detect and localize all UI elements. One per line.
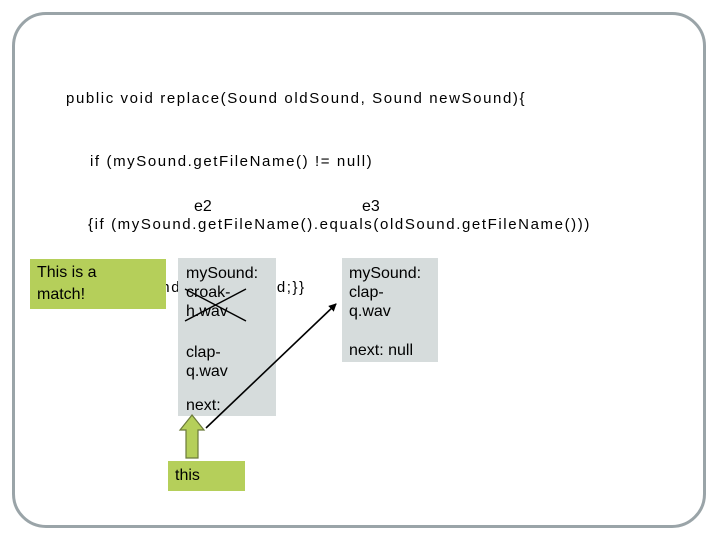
match-callout — [30, 259, 166, 309]
node-label-e3: e3 — [362, 198, 380, 215]
node-label-e2: e2 — [194, 198, 212, 215]
code-line-null-check: if (mySound.getFileName() != null) — [90, 153, 374, 170]
code-line-equals-check: {if (mySound.getFileName().equals(oldSou… — [88, 216, 591, 233]
e2-next-field: next: — [186, 397, 221, 414]
e3-next-field: next: null — [349, 342, 414, 359]
e2-sound-field: mySound: croak- h.wav — [186, 265, 259, 320]
e3-sound-field: mySound: clap- q.wav — [349, 265, 422, 320]
this-reference-label: this — [175, 467, 200, 484]
match-callout-text: This is a match! — [37, 264, 97, 303]
this-reference-box — [168, 461, 245, 491]
e2-new-sound-field: clap- q.wav — [186, 344, 228, 380]
code-line-method-signature: public void replace(Sound oldSound, Soun… — [66, 90, 527, 107]
node-e3 — [342, 258, 438, 362]
